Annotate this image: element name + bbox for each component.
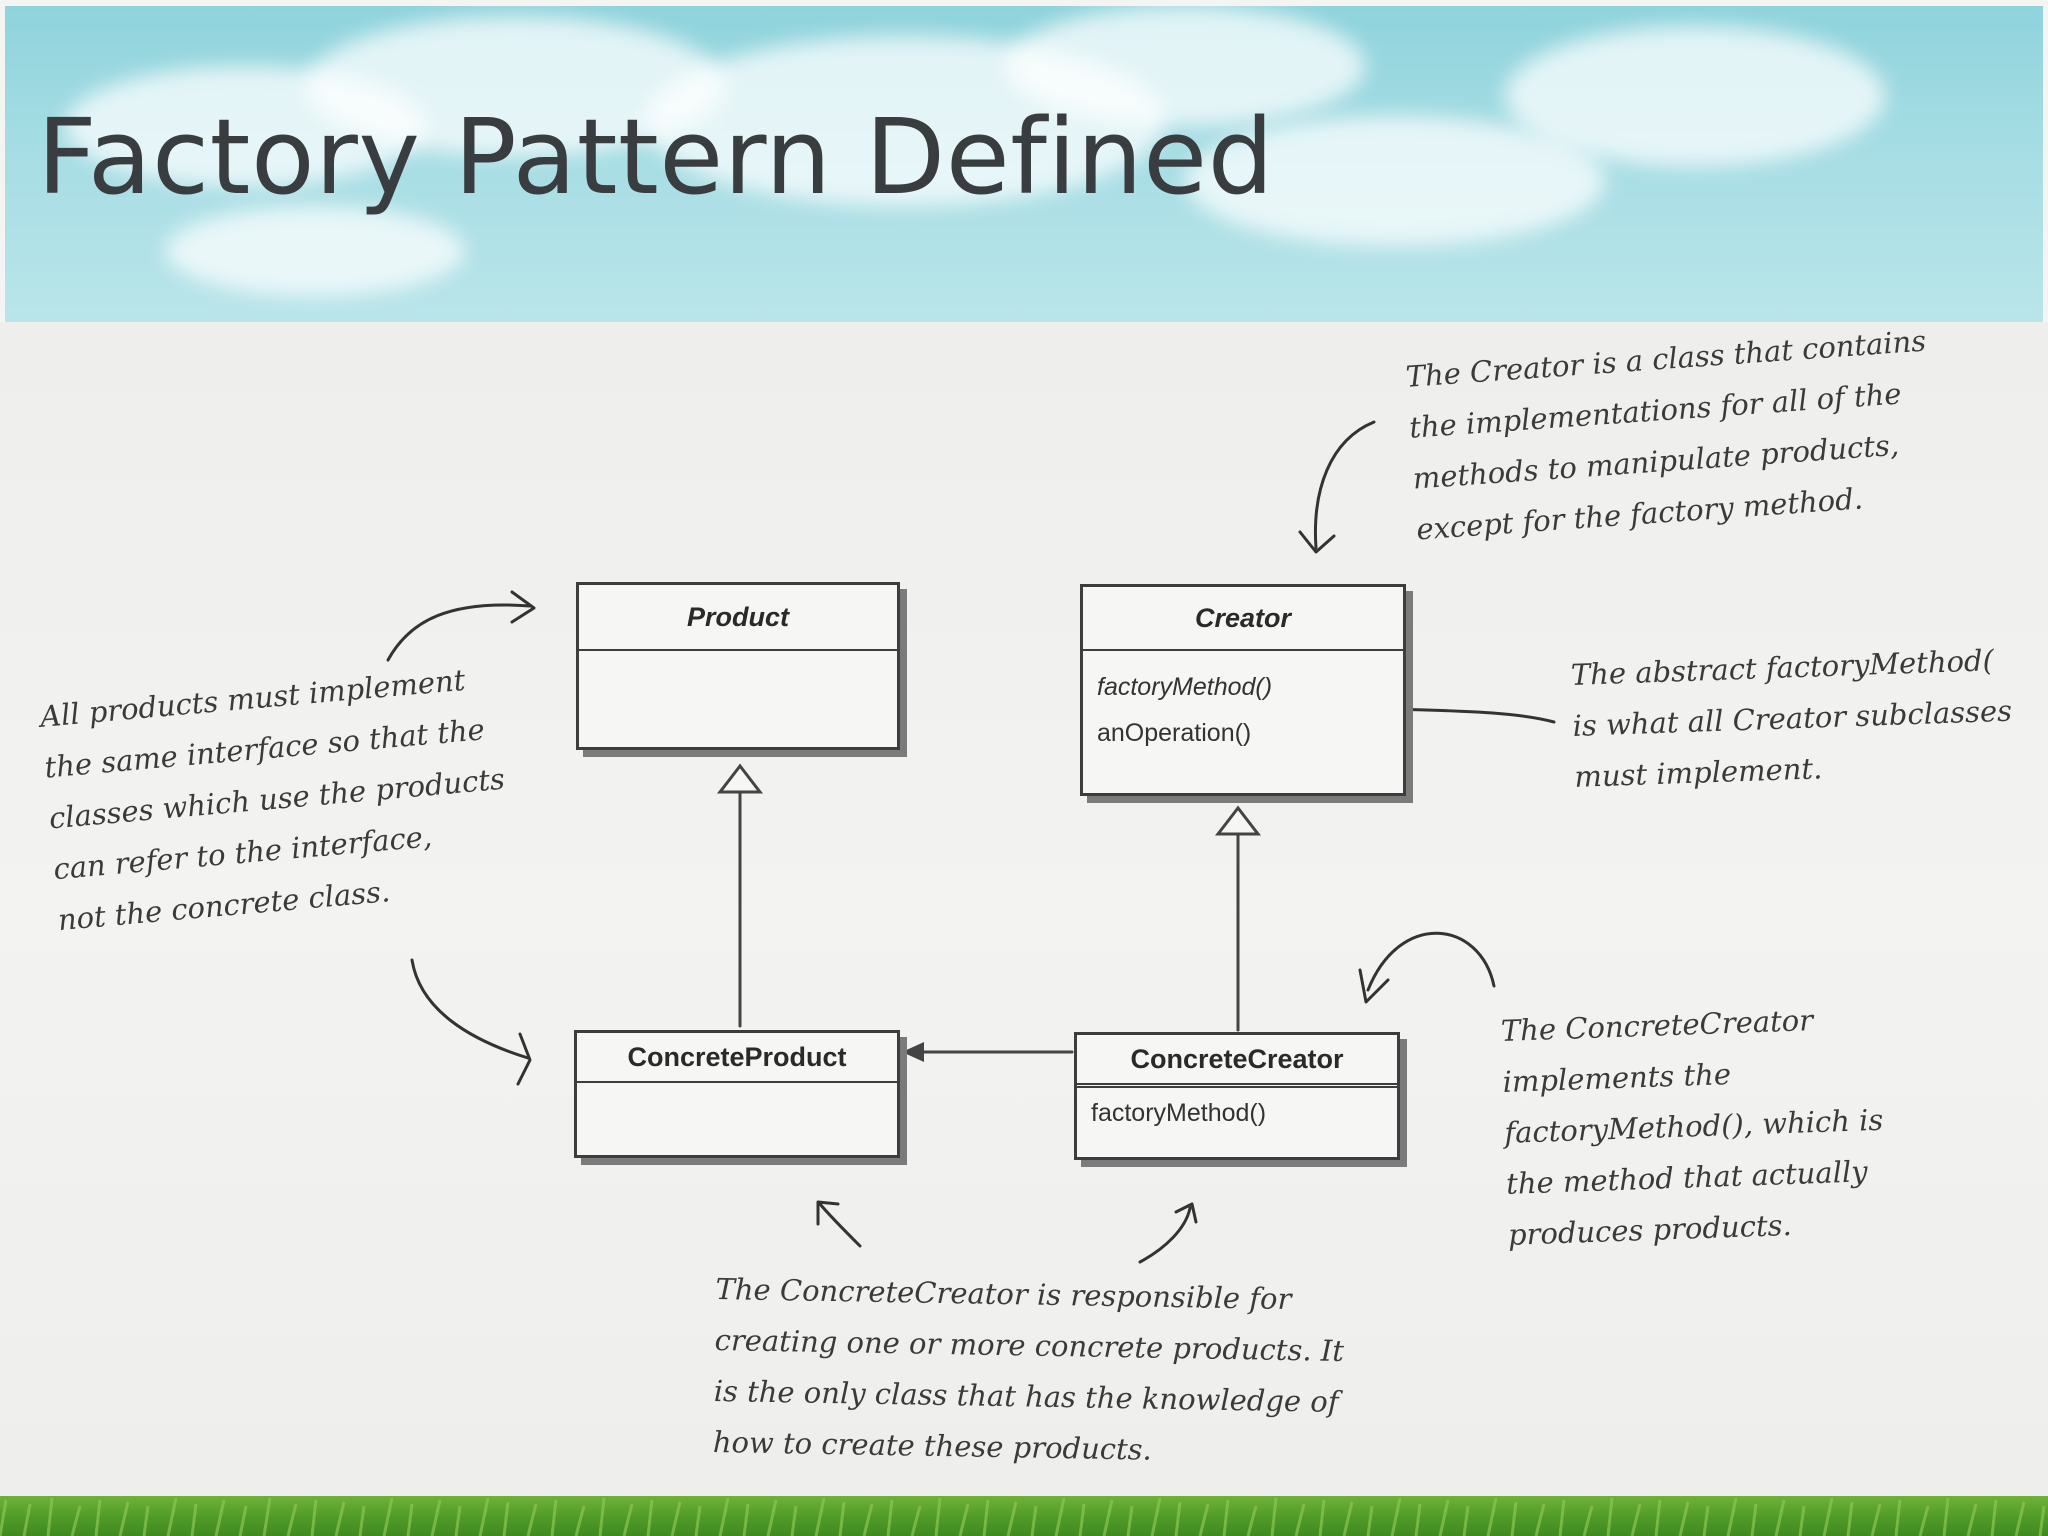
note-arrow-products-up-head: [510, 590, 536, 624]
note-arrow-products-up: [386, 603, 532, 662]
cloud: [1185, 116, 1605, 246]
note-arrow-resp-right: [1138, 1206, 1192, 1264]
method-factory-method: factoryMethod(): [1097, 673, 1273, 701]
method-an-operation: anOperation(): [1097, 719, 1252, 747]
class-concrete-creator: ConcreteCreator factoryMethod(): [1074, 1032, 1400, 1160]
class-concrete-product: ConcreteProduct: [574, 1030, 900, 1158]
note-concrete-creator-responsible: The ConcreteCreator is responsible for c…: [712, 1264, 1345, 1479]
note-creator: The Creator is a class that contains the…: [1404, 316, 1938, 556]
note-arrow-products-down-head: [516, 1032, 532, 1086]
note-arrow-creator-head: [1298, 530, 1336, 554]
note-arrow-creator: [1313, 420, 1376, 550]
note-arrow-products-down: [410, 958, 530, 1060]
class-creator-name: Creator: [1083, 587, 1403, 651]
class-creator: Creator factoryMethod() anOperation(): [1080, 584, 1406, 796]
note-arrow-resp-left-head: [816, 1200, 840, 1226]
dependency-arrowhead: [902, 1042, 924, 1062]
note-arrow-resp-left: [818, 1202, 862, 1248]
class-product: Product: [576, 582, 900, 750]
note-products: All products must implement the same int…: [38, 652, 516, 946]
grass-footer: [0, 1496, 2048, 1536]
grass-blades: [0, 1497, 2046, 1536]
cloud: [1505, 26, 1885, 166]
note-arrow-resp-right-head: [1174, 1202, 1198, 1224]
note-arrow-concrete-creator-impl: [1366, 931, 1496, 992]
creator-inheritance-triangle: [1214, 805, 1262, 836]
note-arrow-concrete-creator-impl-head: [1358, 968, 1390, 1004]
class-concrete-product-name: ConcreteProduct: [577, 1033, 897, 1083]
note-concrete-creator-implements: The ConcreteCreator implements the facto…: [1500, 993, 1888, 1261]
class-concrete-creator-name: ConcreteCreator: [1077, 1035, 1397, 1088]
cloud: [165, 206, 465, 296]
cloud: [1005, 6, 1365, 126]
note-abstract-factory-method: The abstract factoryMethod( is what all …: [1570, 635, 2015, 803]
class-product-name: Product: [579, 585, 897, 651]
method-concrete-factory-method: factoryMethod(): [1091, 1099, 1267, 1127]
diagram-scan: [0, 322, 2048, 1496]
product-inheritance-triangle: [716, 763, 764, 794]
header-banner: Factory Pattern Defined: [5, 6, 2043, 322]
slide-title: Factory Pattern Defined: [37, 96, 1275, 218]
